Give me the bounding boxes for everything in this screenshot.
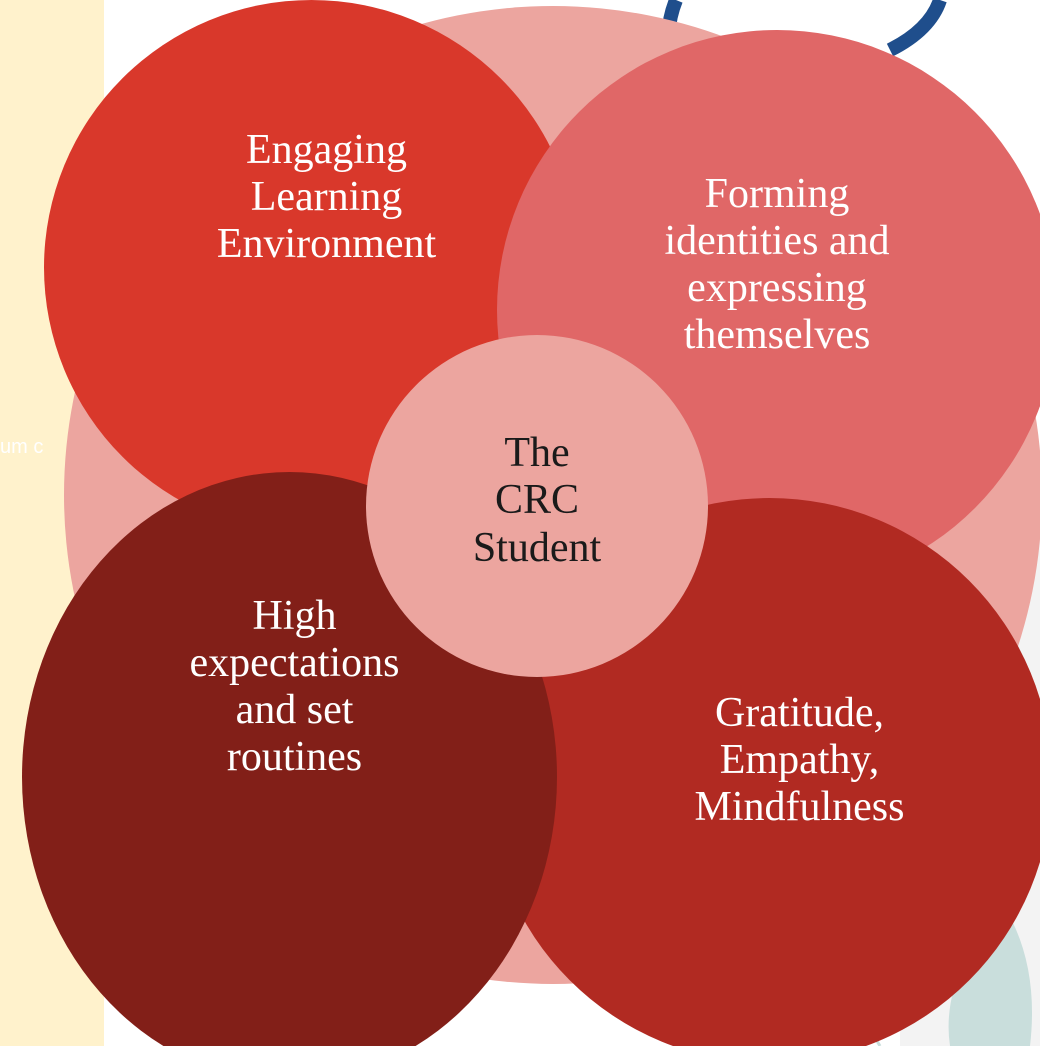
petal-label: Gratitude, Empathy, Mindfulness [694, 689, 905, 831]
petal-label: Forming identities and expressing themse… [664, 170, 890, 359]
petal-label: High expectations and set routines [189, 592, 400, 781]
panel-faded-text: um c [0, 436, 44, 458]
petal-forming-identities: Forming identities and expressing themse… [497, 30, 1040, 590]
petal-label: Engaging Learning Environment [216, 126, 437, 268]
center-circle-crc-student: The CRC Student [366, 335, 708, 677]
center-label: The CRC Student [472, 430, 602, 571]
